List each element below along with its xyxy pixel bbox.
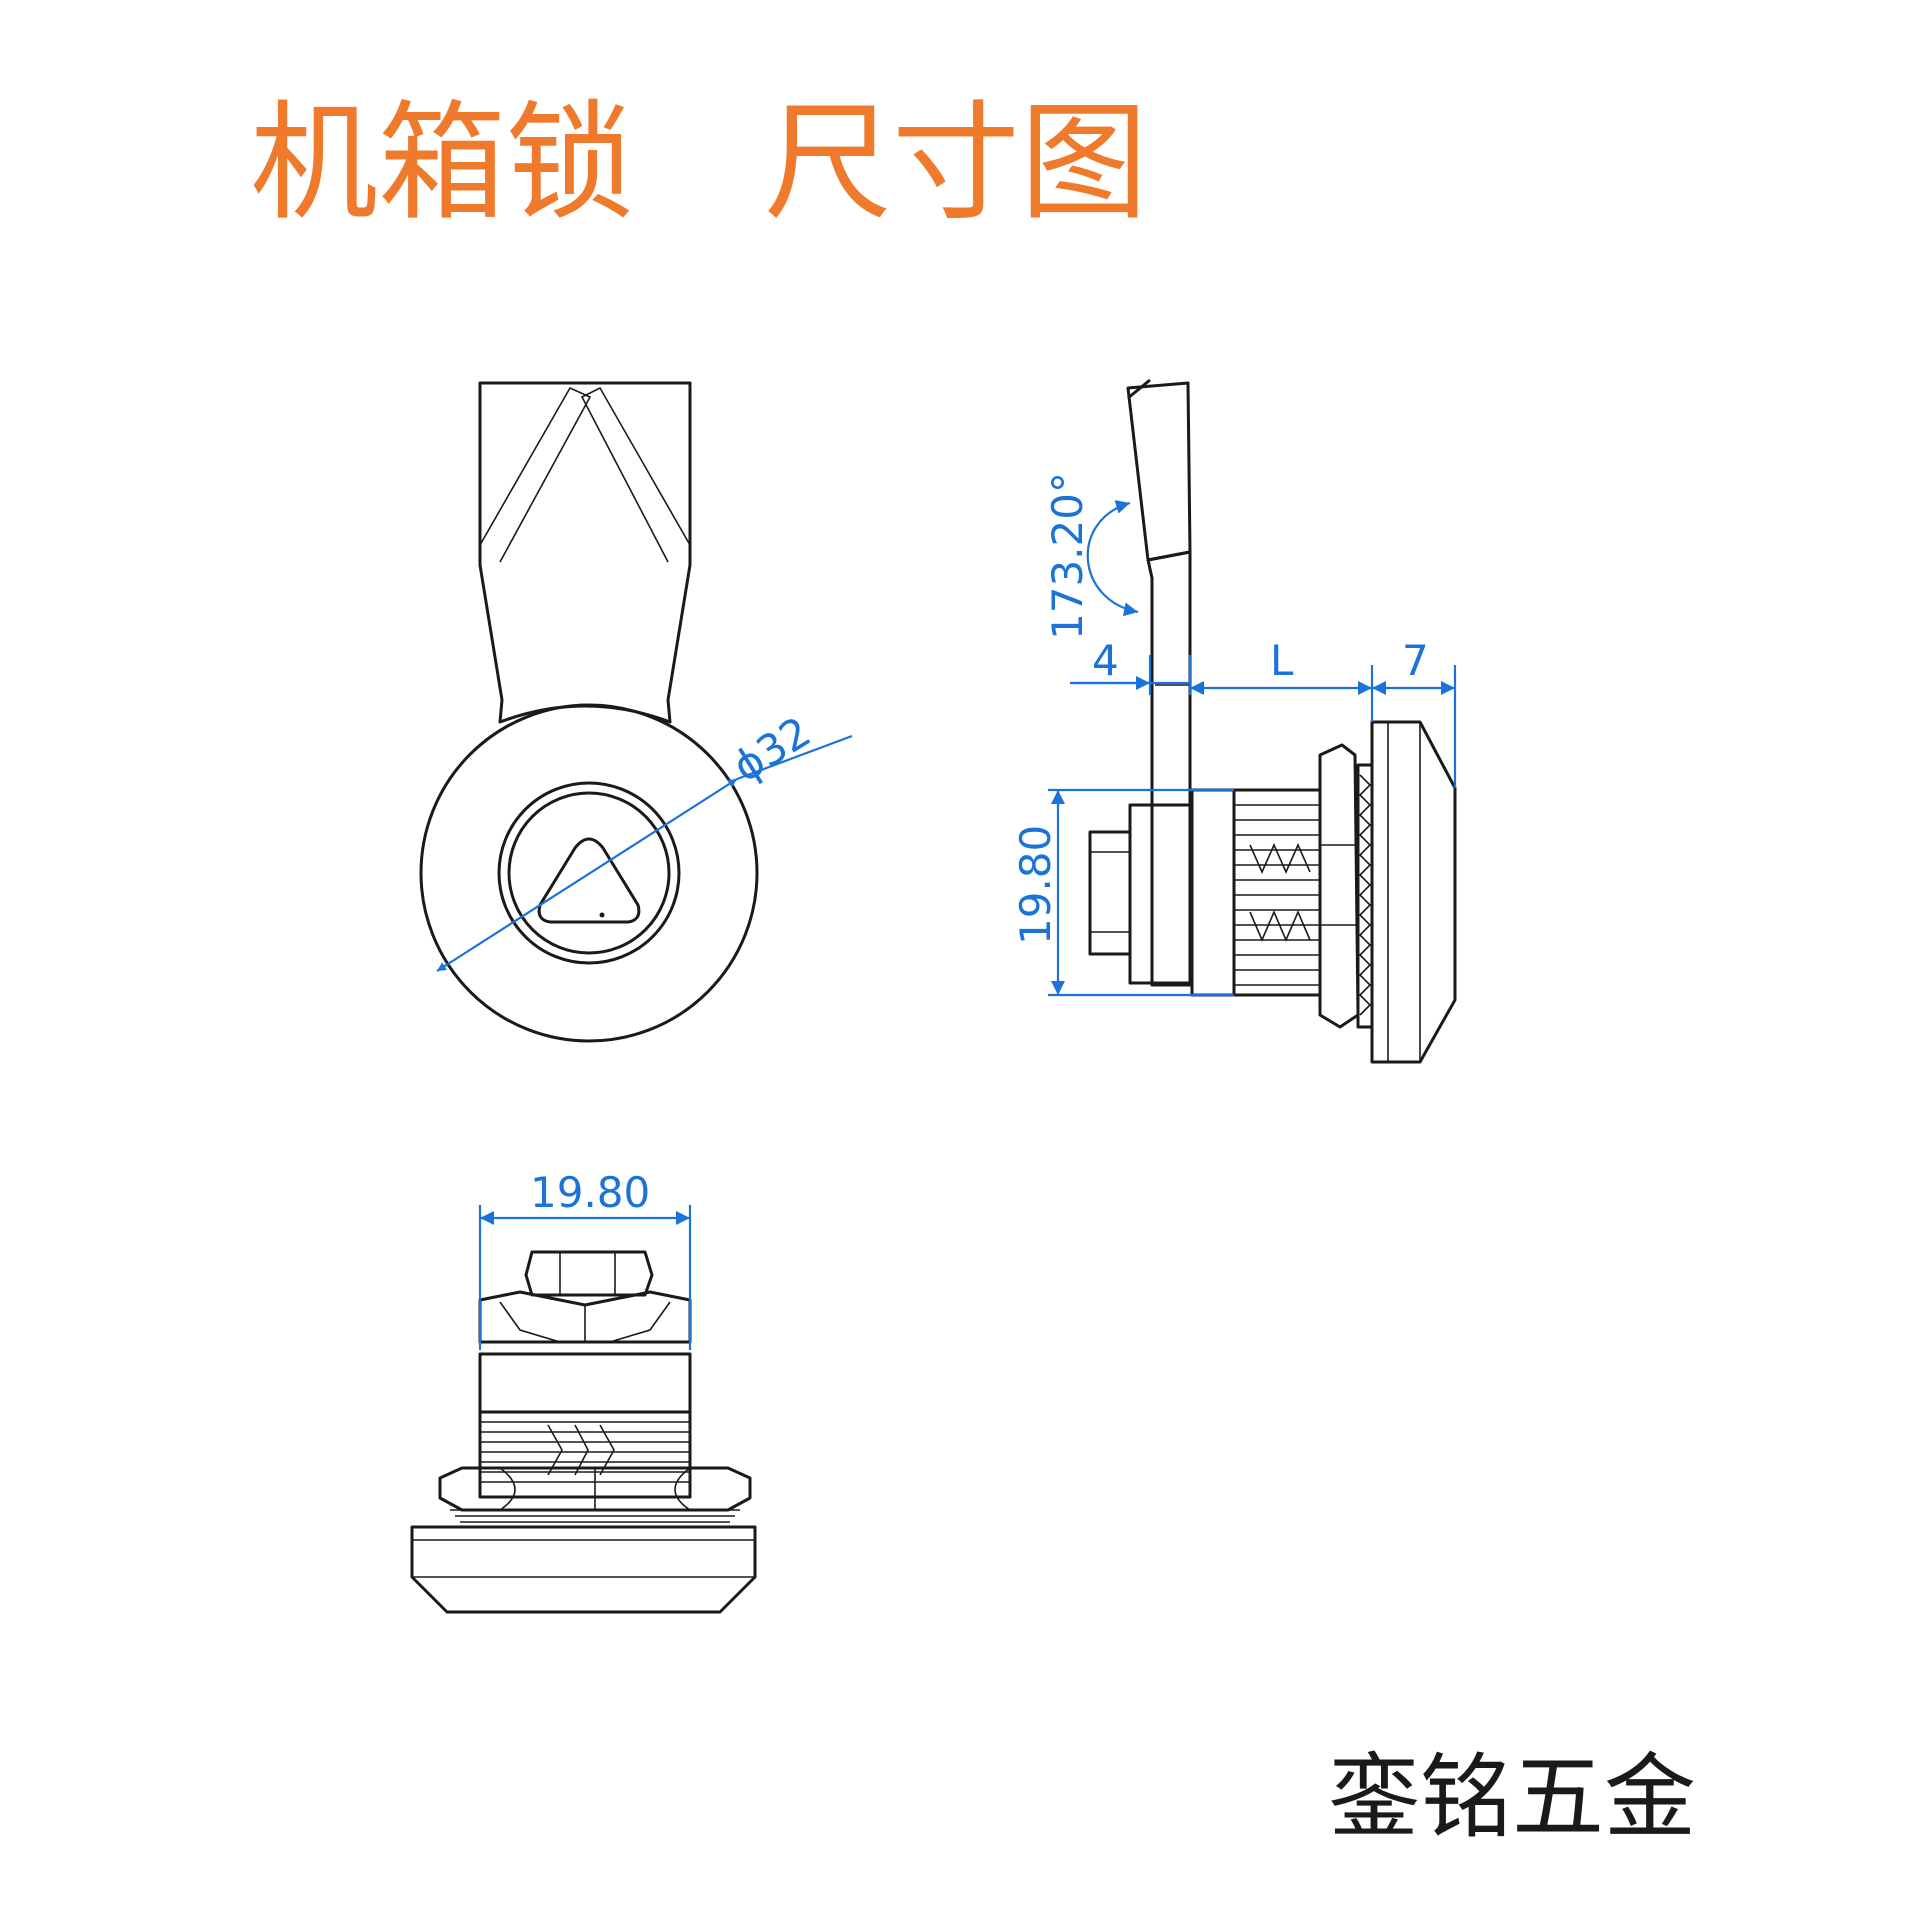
brand-name: 銮铭五金 xyxy=(1328,1744,1697,1851)
side-spacer xyxy=(1128,803,1194,985)
side-washer-serration xyxy=(1358,774,1372,1016)
dim-angle-label: 173.20° xyxy=(1043,472,1092,640)
center-mark xyxy=(599,912,605,918)
side-collar xyxy=(1190,788,1236,997)
dim-knob-width-label: 7 xyxy=(1402,636,1429,685)
dim-body-height-label: 19.80 xyxy=(1011,825,1060,945)
drawing-title: 机箱锁尺寸图 xyxy=(250,100,1148,228)
top-view: 19.80 xyxy=(410,1168,757,1614)
front-view: ϕ32 xyxy=(419,381,853,1043)
side-rear-nut-flats xyxy=(1090,851,1130,933)
diameter-dimension-line xyxy=(436,778,738,972)
dim-body-width-label: 19.80 xyxy=(530,1168,650,1217)
top-nut xyxy=(438,1466,752,1512)
side-thread-zigzag-upper xyxy=(1249,843,1311,874)
diameter-leader-line xyxy=(736,734,853,781)
top-handle-wings xyxy=(478,1290,692,1344)
side-handle-tip xyxy=(1126,381,1192,562)
side-thread-lines xyxy=(1234,804,1320,986)
top-thread-lines xyxy=(480,1421,690,1483)
top-hex-head xyxy=(524,1250,654,1297)
top-threaded-body xyxy=(478,1410,692,1499)
top-handle-facets xyxy=(499,1301,671,1343)
side-handle-tip-edge xyxy=(1127,378,1151,400)
title-dimension-drawing: 尺寸图 xyxy=(764,89,1149,238)
side-rear-nut xyxy=(1088,830,1132,956)
top-collar xyxy=(478,1352,692,1414)
side-view: 4 L 7 19.80 173.20° xyxy=(1011,378,1457,1064)
side-hex-nut-faces xyxy=(1320,844,1358,926)
side-thread-zigzag-lower xyxy=(1249,909,1311,943)
dim-handle-thickness-label: 4 xyxy=(1092,636,1119,685)
title-product: 机箱锁 xyxy=(250,89,635,238)
front-handle-outline xyxy=(478,381,692,724)
top-nut-faces xyxy=(499,1467,691,1511)
top-washer xyxy=(450,1509,740,1523)
dim-length-label: L xyxy=(1270,636,1294,685)
front-handle-chamfer-right xyxy=(580,386,691,563)
front-outer-ring xyxy=(419,703,759,1043)
side-hex-nut xyxy=(1318,743,1360,1029)
side-knob-flange xyxy=(1370,720,1457,1064)
dim-angle-arc xyxy=(1086,500,1139,617)
front-handle-chamfer-left xyxy=(479,386,592,563)
side-handle-plate xyxy=(1146,550,1192,987)
top-hex-head-facets xyxy=(559,1252,616,1295)
